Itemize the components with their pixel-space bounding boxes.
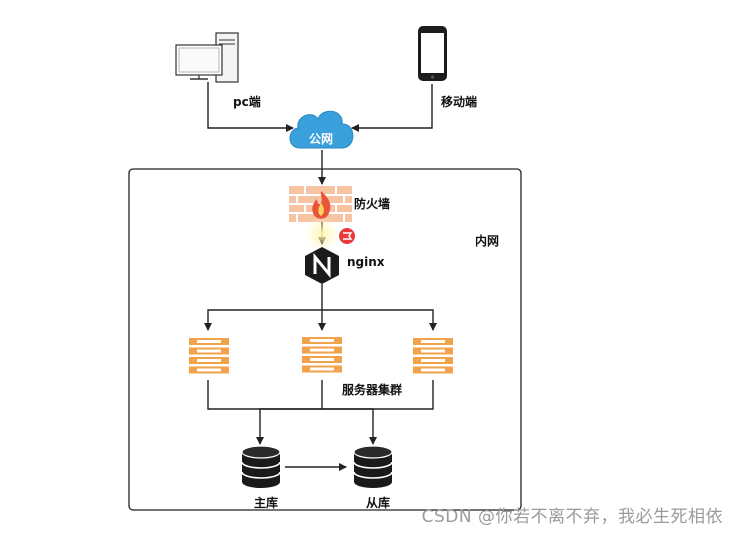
server-left-icon <box>189 338 229 374</box>
slave-database-icon <box>353 445 393 488</box>
intranet-label: 内网 <box>475 234 500 248</box>
nginx-to-server-right-arrow <box>322 309 437 331</box>
server-right-icon <box>413 338 453 374</box>
server-cluster-label: 服务器集群 <box>342 383 403 397</box>
intranet-boundary <box>128 168 522 511</box>
cursor-badge-icon <box>339 228 355 244</box>
slave-db-label: 从库 <box>366 496 391 510</box>
firewall-label: 防火墙 <box>354 197 391 211</box>
master-database-icon <box>241 445 281 488</box>
mobile-phone-icon <box>418 26 447 81</box>
cursor-highlight <box>305 217 339 251</box>
server-center-icon <box>302 337 342 373</box>
cloud-icon <box>289 110 354 149</box>
master-db-label: 主库 <box>254 496 279 510</box>
mobile-to-internet-arrow <box>351 84 433 132</box>
firewall-icon <box>289 186 352 222</box>
internet-label: 公网 <box>309 132 334 146</box>
watermark: CSDN @你若不离不弃，我必生死相依 <box>421 507 723 527</box>
bus-to-master-arrow <box>256 408 373 445</box>
nginx-to-server-left-arrow <box>204 309 322 331</box>
pc-to-internet-arrow <box>207 82 294 132</box>
pc-icon <box>175 32 239 83</box>
nginx-icon <box>305 247 339 284</box>
mobile-label: 移动端 <box>441 95 478 109</box>
nginx-label: nginx <box>347 255 385 269</box>
pc-label: pc端 <box>233 95 261 109</box>
